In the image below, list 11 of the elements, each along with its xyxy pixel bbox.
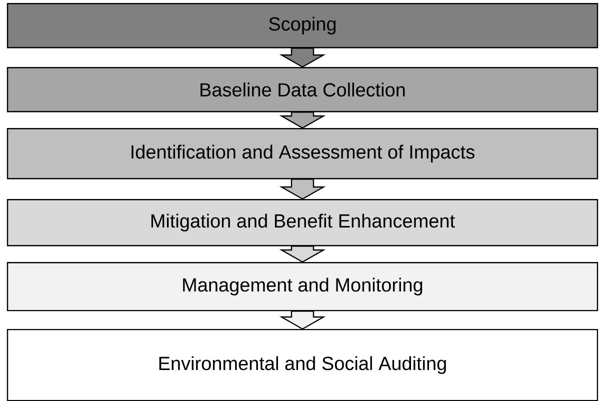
block-arrow [279,48,326,68]
block-arrow [279,112,326,129]
process-box: Identification and Assessment of Impacts [6,128,598,180]
block-arrow [279,310,326,330]
process-box: Scoping [6,2,598,48]
process-box: Environmental and Social Auditing [6,328,598,401]
process-box: Baseline Data Collection [6,67,598,112]
block-arrow [279,246,326,263]
process-box: Mitigation and Benefit Enhancement [6,199,598,246]
block-arrow [279,178,326,200]
process-box: Management and Monitoring [6,262,598,312]
